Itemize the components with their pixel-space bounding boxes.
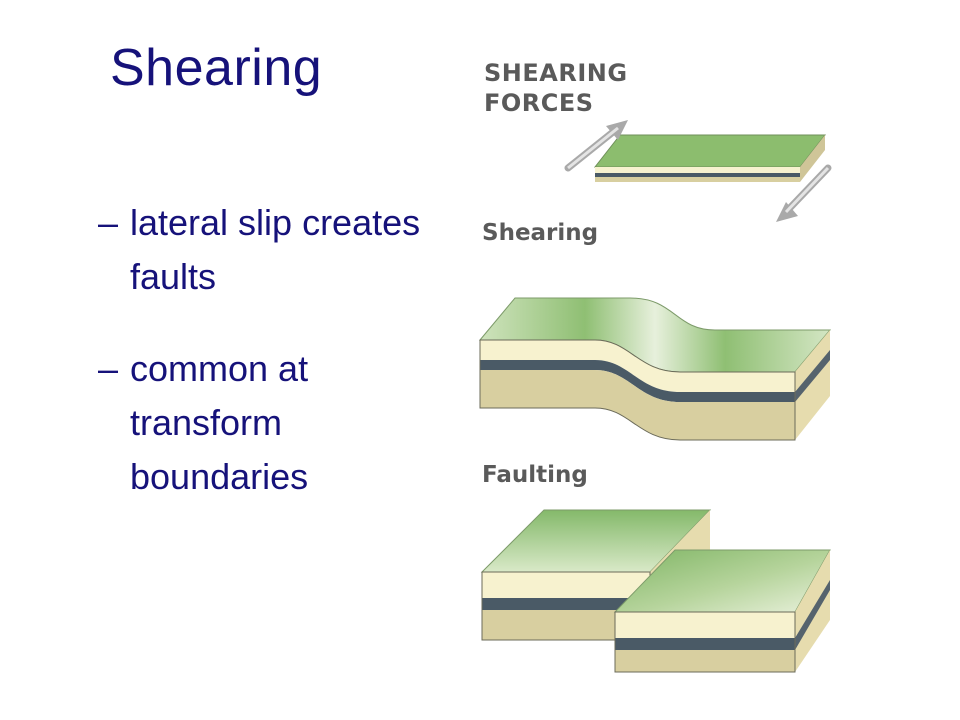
faulting-block-right — [613, 549, 831, 673]
bullet-item-1: – lateral slip creates faults — [98, 196, 438, 304]
shearing-diagram: SHEARING FORCES Shearing Faulting — [460, 40, 860, 680]
faulting-label: Faulting — [482, 462, 588, 488]
bullet-marker: – — [98, 202, 119, 243]
bullet-list: – lateral slip creates faults – common a… — [98, 196, 438, 542]
forces-label: SHEARING FORCES — [484, 59, 628, 117]
arrow-down-right-icon — [776, 164, 832, 222]
bullet-text: common at transform boundaries — [130, 348, 309, 497]
diagram-graphic — [478, 120, 832, 673]
forces-plate — [593, 134, 827, 182]
bullet-item-2: – common at transform boundaries — [98, 342, 438, 504]
bullet-marker: – — [98, 348, 119, 389]
slide-title: Shearing — [110, 39, 323, 97]
bullet-text: lateral slip creates faults — [130, 202, 421, 297]
shearing-block — [478, 297, 832, 441]
shearing-label: Shearing — [482, 220, 599, 246]
arrow-up-left-icon — [564, 120, 628, 172]
